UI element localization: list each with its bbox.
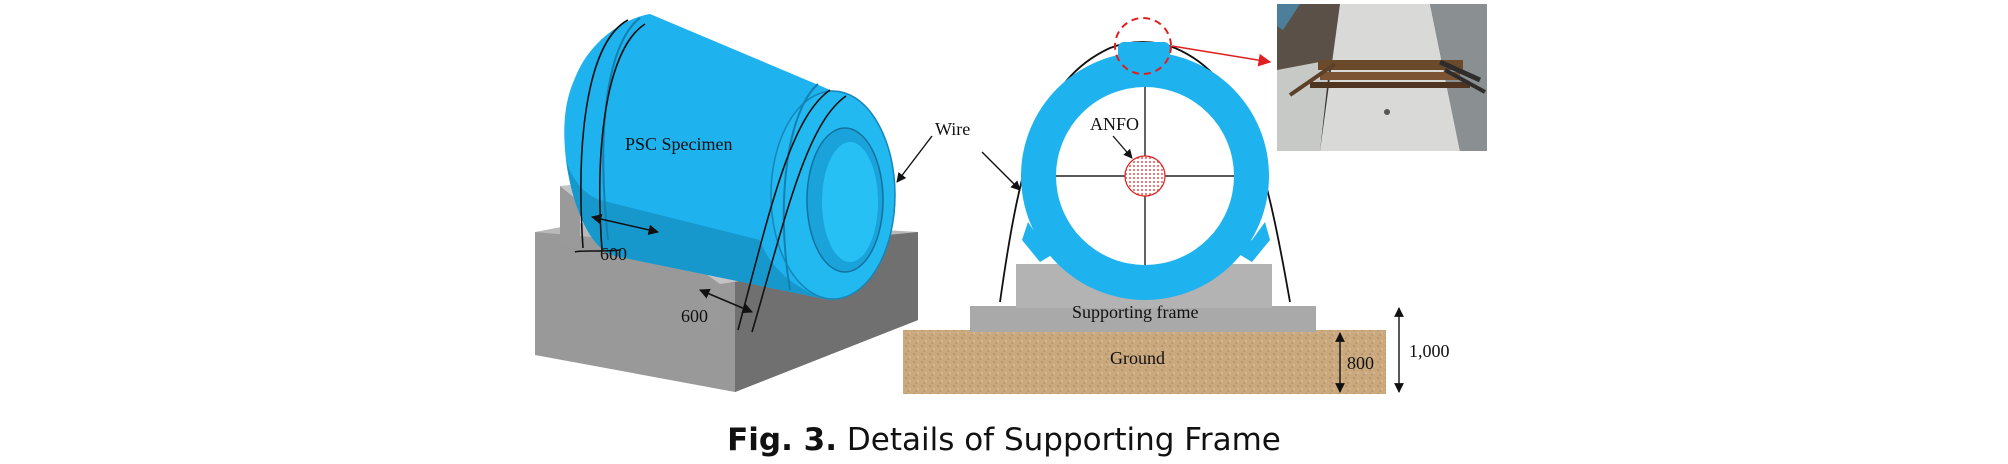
caption-title: Details of Supporting Frame xyxy=(846,422,1281,458)
detail-photo xyxy=(1277,4,1487,151)
dim-label-bottom: 600 xyxy=(681,306,708,326)
support-left-front xyxy=(560,186,580,252)
ground-label: Ground xyxy=(1110,348,1165,368)
base-block-bottom-front xyxy=(535,232,735,392)
total-height-label: 1,000 xyxy=(1409,341,1450,361)
wire-arrow-left xyxy=(896,135,933,183)
wire-arrow-right xyxy=(981,151,1021,191)
ground-block xyxy=(903,330,1386,394)
anfo-label: ANFO xyxy=(1090,114,1139,134)
section-view: Ground Supporting frame ANFO 800 1,000 xyxy=(903,17,1450,394)
dim-label-top: 600 xyxy=(600,244,627,264)
dim-arrow-top xyxy=(590,213,660,236)
detail-callout-circle xyxy=(1114,17,1172,75)
figure-caption: Fig. 3. Details of Supporting Frame xyxy=(0,422,2008,458)
frame-label: Supporting frame xyxy=(1072,302,1198,322)
wire-label: Wire xyxy=(935,119,970,139)
caption-label: Fig. 3. xyxy=(727,422,838,458)
anfo-charge xyxy=(1124,155,1166,197)
specimen-hole-inner xyxy=(822,142,878,262)
wires-iso xyxy=(574,19,847,333)
ground-depth-label: 800 xyxy=(1347,353,1374,373)
specimen-shade xyxy=(566,160,830,300)
detail-callout-arrow xyxy=(1171,45,1272,67)
dim-arrow-bottom xyxy=(699,288,753,314)
specimen-label: PSC Specimen xyxy=(625,134,733,154)
frame-base xyxy=(970,306,1316,332)
isometric-view: 600 600 PSC Specimen xyxy=(535,14,918,392)
